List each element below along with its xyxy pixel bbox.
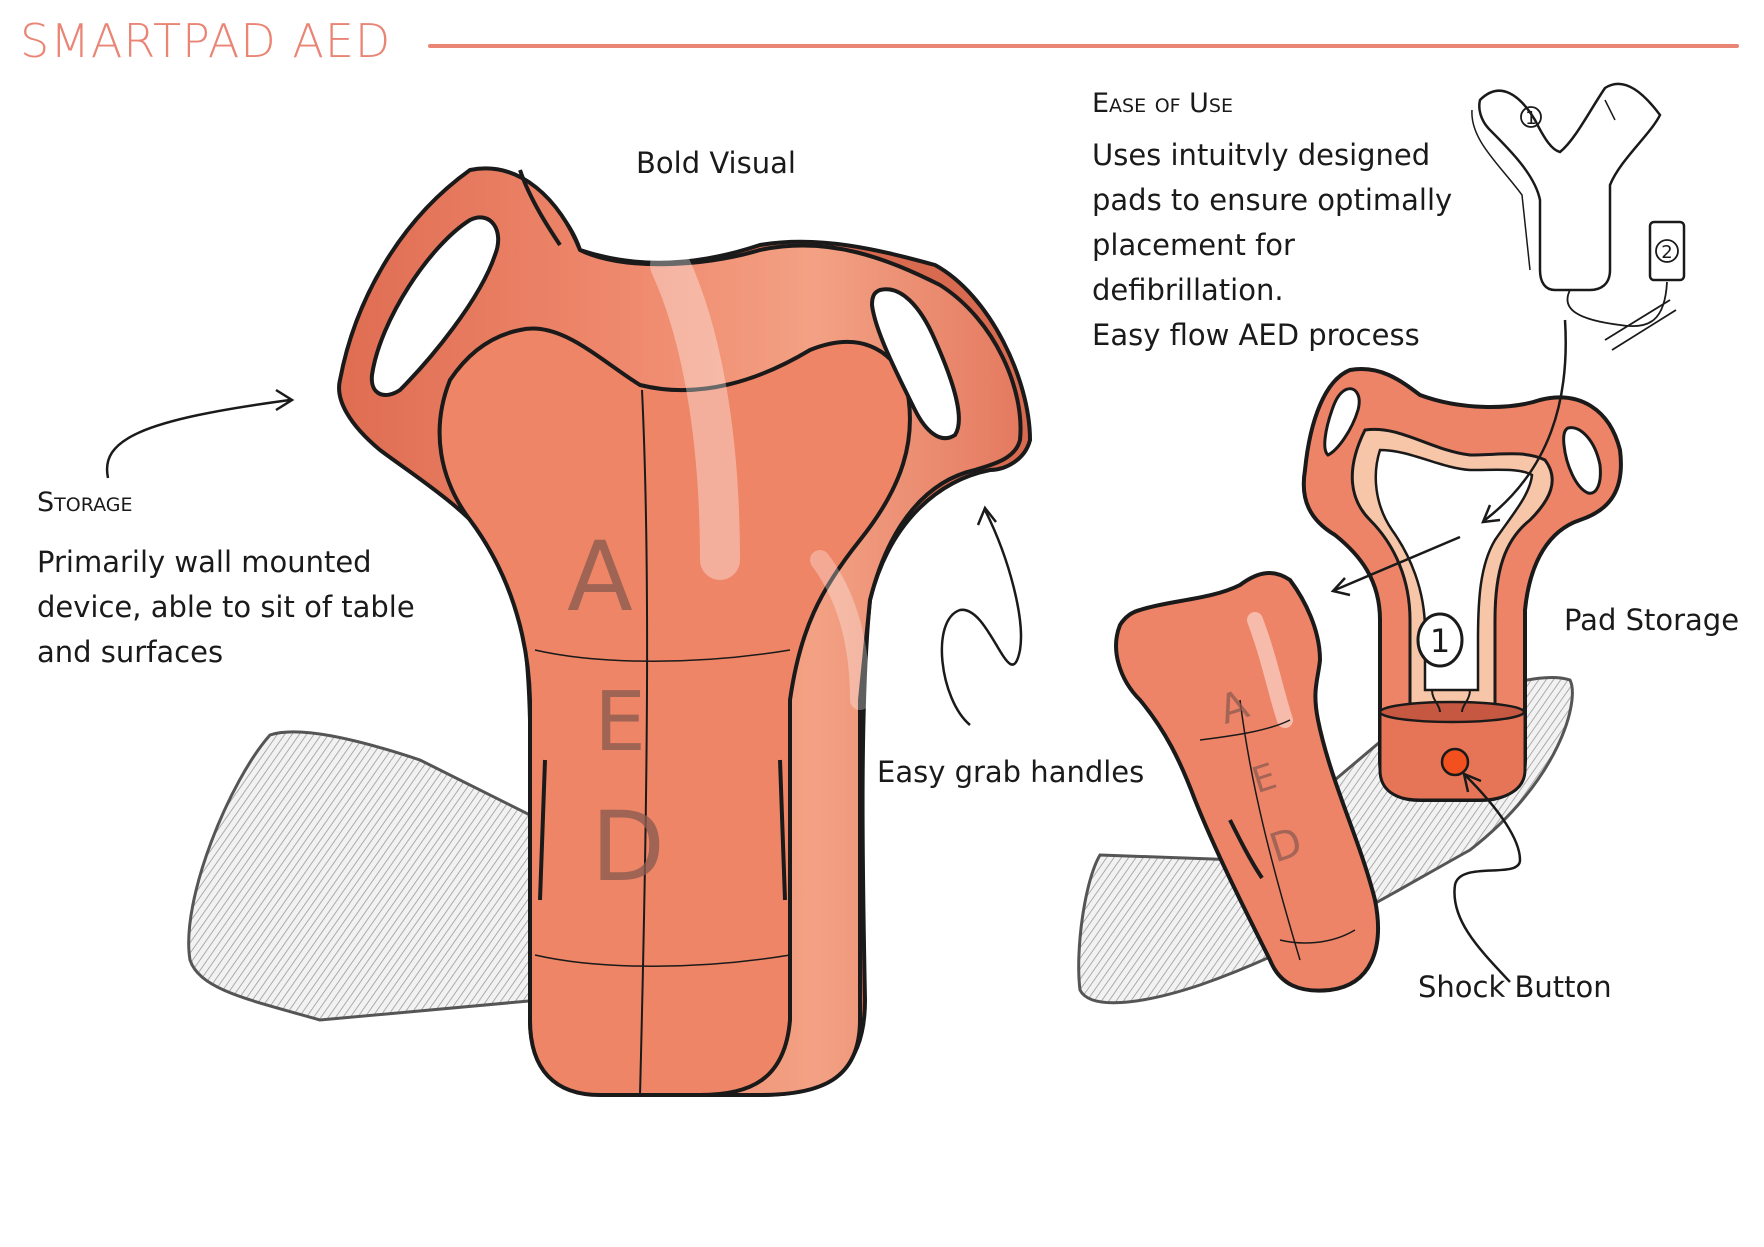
storage-heading: Storage <box>37 487 133 518</box>
flow-arrow-left <box>1334 535 1461 592</box>
device-letter: E <box>594 675 646 770</box>
shock-button-icon <box>1440 747 1470 777</box>
storage-text: Primarily wall mounted device, able to s… <box>37 540 507 675</box>
ease-line: Uses intuitvly designed <box>1092 138 1431 172</box>
device-letter: A <box>567 521 633 633</box>
device-front-panel <box>437 326 912 1097</box>
pad-storage-hole-right <box>1562 426 1602 495</box>
device-letter: D <box>591 791 665 903</box>
ease-line: pads to ensure optimally <box>1092 183 1453 217</box>
handle-hole-left <box>369 215 501 397</box>
pads-sketch <box>1478 82 1662 292</box>
grab-arrow <box>940 509 1023 726</box>
ease-line: placement for <box>1092 228 1295 262</box>
page-title: SMARTPAD AED <box>20 14 392 68</box>
storage-line: Primarily wall mounted <box>37 545 372 579</box>
storage-line: device, able to sit of table <box>37 590 415 624</box>
ease-line: Easy flow AED process <box>1092 318 1420 352</box>
floor-shadow-left <box>187 730 562 1022</box>
storage-line: and surfaces <box>37 635 224 669</box>
pad-number: 1 <box>1525 108 1536 129</box>
handle-hole-right <box>869 287 961 441</box>
pad-number: 2 <box>1661 242 1672 263</box>
ease-of-use-heading: Ease of Use <box>1092 88 1233 119</box>
ease-line: defibrillation. <box>1092 273 1284 307</box>
pad-number: 1 <box>1430 622 1450 660</box>
label-shock-button: Shock Button <box>1418 970 1612 1004</box>
label-bold-visual: Bold Visual <box>636 146 796 180</box>
label-pad-storage: Pad Storage <box>1564 603 1740 637</box>
storage-arrow <box>105 398 291 479</box>
aed-unit-removed <box>1114 571 1380 993</box>
flow-arrow-down <box>1484 319 1567 521</box>
pad-two-sketch <box>1648 220 1686 282</box>
ease-of-use-text: Uses intuitvly designed pads to ensure o… <box>1092 133 1512 358</box>
label-easy-grab-handles: Easy grab handles <box>877 755 1145 789</box>
pad-storage-hole-left <box>1323 387 1361 457</box>
shock-arrow <box>1453 774 1522 983</box>
